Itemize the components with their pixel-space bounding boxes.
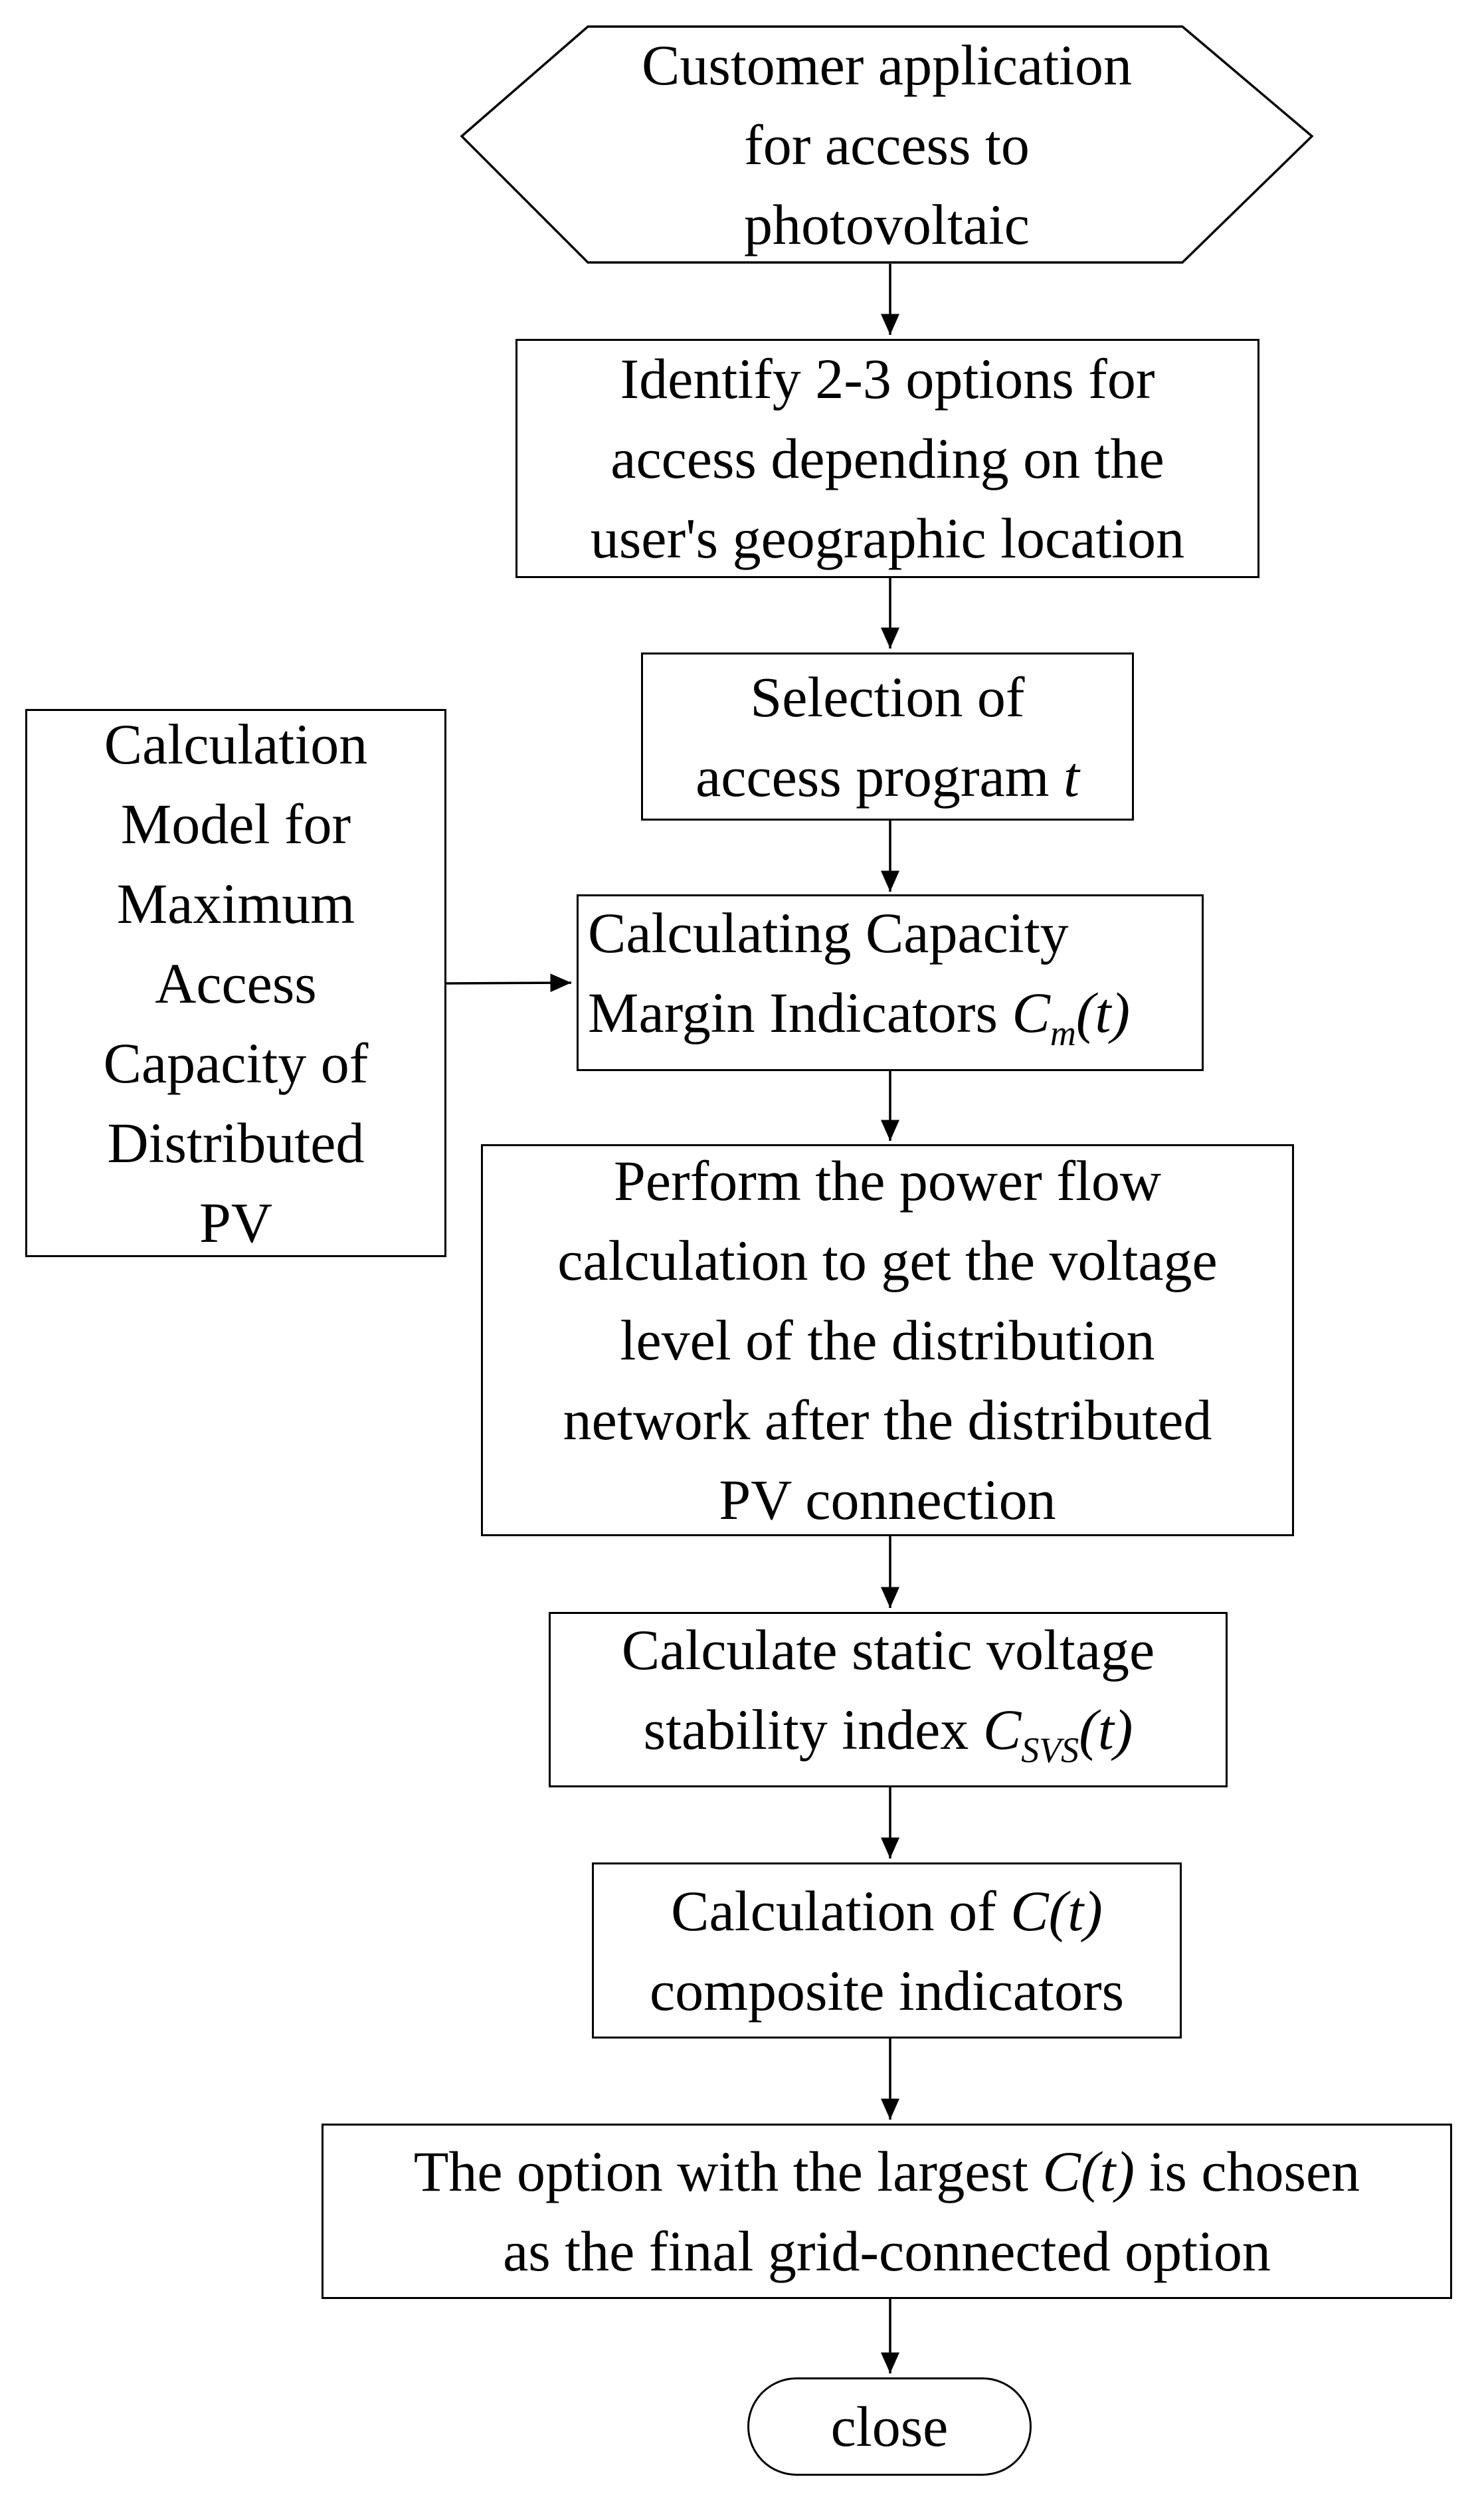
close-terminator: close: [747, 2377, 1032, 2476]
selection-line-2: access program t: [696, 737, 1079, 817]
start-hexagon: [460, 25, 1314, 264]
model-line-7: PV: [199, 1190, 272, 1254]
identify-line-1: Identify 2-3 options for: [620, 347, 1155, 411]
capacity-subscript: m: [1050, 1013, 1076, 1053]
power-flow-box: Perform the power flow calculation to ge…: [481, 1144, 1294, 1536]
static-subscript: SVS: [1021, 1730, 1079, 1770]
selection-line-2-text: access program: [696, 744, 1064, 809]
capacity-line-1: Calculating Capacity: [588, 900, 1069, 965]
selection-box: Selection of access program t: [641, 652, 1134, 821]
option-post: is chosen: [1135, 2140, 1360, 2203]
static-line-2: stability index CSVS(t): [644, 1690, 1133, 1790]
static-argument: (t): [1079, 1697, 1133, 1761]
selection-line-1: Selection of: [750, 664, 1025, 729]
model-line-2: Model for: [120, 791, 351, 856]
final-option-box: The option with the largest C(t) is chos…: [322, 2124, 1452, 2299]
option-line-2: as the final grid-connected option: [503, 2219, 1271, 2283]
start-line-1: Customer application: [641, 33, 1132, 97]
option-line-1: The option with the largest C(t) is chos…: [414, 2132, 1360, 2211]
composite-math: C(t): [1010, 1878, 1103, 1943]
option-pre: The option with the largest: [413, 2140, 1043, 2203]
identify-line-3: user's geographic location: [590, 506, 1185, 570]
powerflow-line-5: PV connection: [719, 1468, 1056, 1532]
option-math: C(t): [1042, 2140, 1135, 2203]
composite-line-1-text: Calculation of: [671, 1878, 1011, 1943]
composite-indicators-box: Calculation of C(t) composite indicators: [592, 1862, 1182, 2039]
powerflow-line-4: network after the distributed: [563, 1388, 1212, 1452]
capacity-line-2-text: Margin Indicators: [588, 980, 1012, 1045]
powerflow-line-3: level of the distribution: [620, 1308, 1155, 1372]
model-line-3: Maximum: [116, 871, 355, 936]
powerflow-line-2: calculation to get the voltage: [557, 1229, 1218, 1292]
capacity-margin-box: Calculating Capacity Margin Indicators C…: [577, 894, 1204, 1071]
capacity-symbol: C: [1012, 980, 1050, 1045]
composite-line-1: Calculation of C(t): [671, 1871, 1103, 1951]
model-line-6: Distributed: [107, 1110, 365, 1175]
composite-line-2: composite indicators: [649, 1958, 1125, 2023]
identify-options-box: Identify 2-3 options for access dependin…: [515, 339, 1259, 578]
start-node: Customer application for access to photo…: [565, 27, 1209, 262]
calculation-model-box: Calculation Model for Maximum Access Cap…: [25, 709, 446, 1257]
close-label: close: [830, 2395, 949, 2458]
model-line-1: Calculation: [104, 712, 368, 776]
powerflow-line-1: Perform the power flow: [614, 1149, 1161, 1213]
capacity-line-2: Margin Indicators Cm(t): [588, 973, 1130, 1073]
start-line-3: photovoltaic: [744, 192, 1030, 256]
model-line-4: Access: [155, 951, 317, 1015]
identify-line-2: access depending on the: [610, 427, 1164, 490]
capacity-argument: (t): [1075, 980, 1131, 1045]
start-line-2: for access to: [744, 112, 1030, 177]
static-symbol: C: [982, 1697, 1022, 1761]
static-line-1: Calculate static voltage: [621, 1617, 1155, 1682]
model-line-5: Capacity of: [103, 1031, 369, 1095]
selection-var: t: [1064, 744, 1079, 809]
static-line-2-text: stability index: [643, 1697, 983, 1761]
static-voltage-box: Calculate static voltage stability index…: [549, 1612, 1228, 1787]
